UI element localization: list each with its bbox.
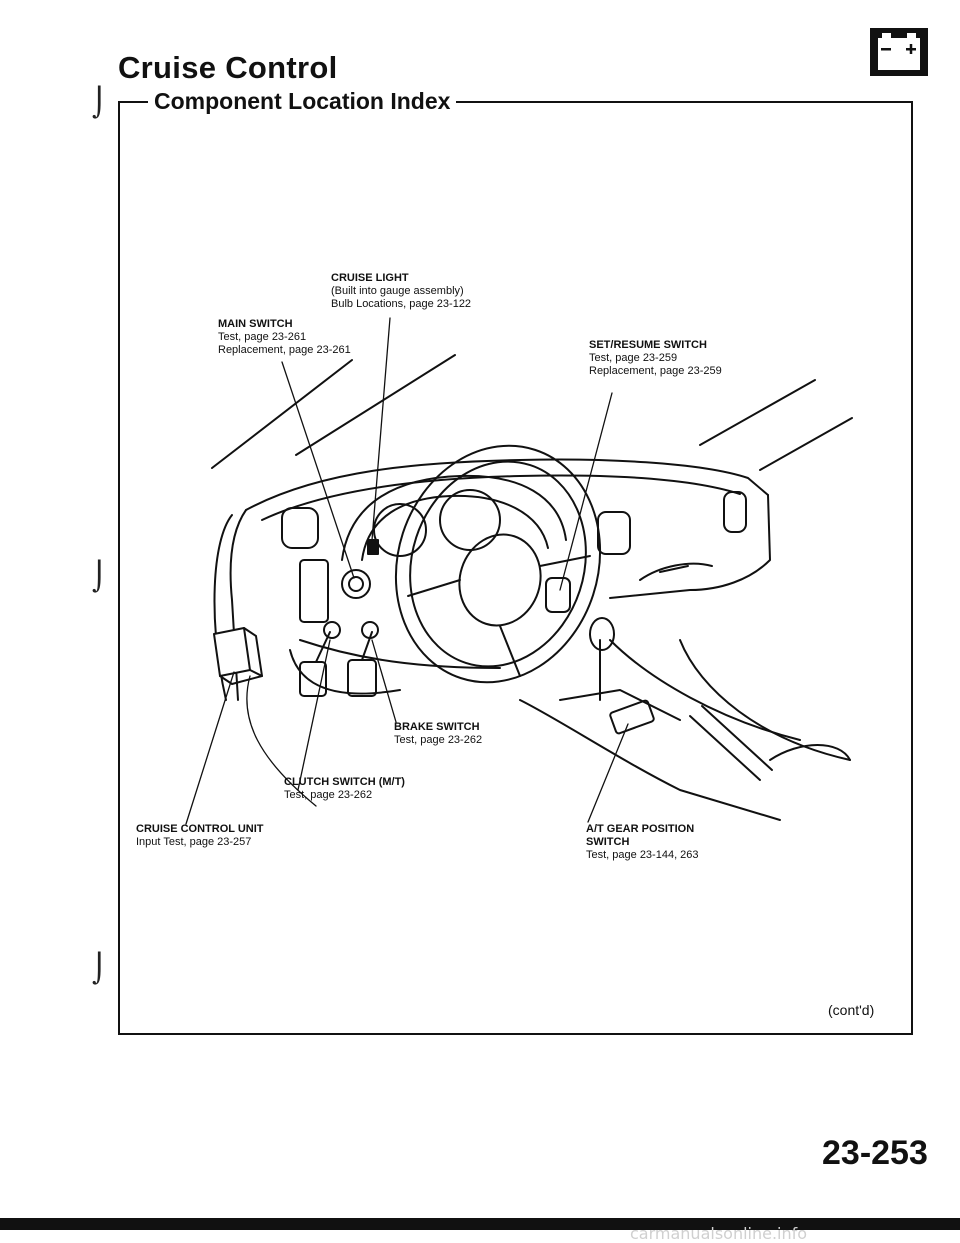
seat-line [769, 744, 851, 761]
left-switch-panel [299, 559, 329, 623]
battery-disconnect-icon [870, 28, 928, 76]
dash-left-side [229, 509, 247, 701]
watermark: carmanualsonline.info [630, 1224, 808, 1243]
clutch-switch-body [323, 621, 341, 639]
a-pillar-right [699, 379, 816, 446]
console-left [519, 699, 781, 821]
brake-pedal [347, 659, 377, 697]
clutch-pedal [299, 661, 327, 697]
spoke-right [539, 555, 591, 567]
knee-panel [289, 649, 401, 695]
leader-set-resume [559, 392, 613, 591]
callout-at-gear-position-switch: A/T GEAR POSITION SWITCH Test, page 23-1… [586, 823, 699, 862]
cruise-unit-box [213, 627, 251, 677]
cruise-indicator [367, 539, 379, 555]
callout-line: Test, page 23-262 [284, 789, 373, 801]
bottom-rule [0, 1218, 960, 1230]
callout-heading: MAIN SWITCH [218, 318, 293, 330]
leader-brake [371, 639, 397, 723]
leader-gear-switch [587, 723, 629, 823]
callout-heading: CRUISE LIGHT [331, 272, 409, 284]
windshield-line-left [211, 359, 353, 469]
cluster-hood [341, 474, 567, 561]
callout-line: Test, page 23-144, 263 [586, 849, 699, 861]
leader-main-switch [281, 361, 355, 579]
callout-brake-switch: BRAKE SWITCH Test, page 23-262 [394, 721, 482, 747]
callout-line: (Built into gauge assembly) [331, 285, 464, 297]
console-top [559, 689, 681, 721]
dash-top-inner [261, 474, 741, 521]
tachometer [373, 503, 427, 557]
leader-cruise-light [371, 317, 391, 541]
page-subtitle: Component Location Index [148, 88, 457, 115]
callout-line: Bulb Locations, page 23-122 [331, 298, 472, 310]
glovebox-handle [659, 565, 689, 573]
dash-top [245, 458, 769, 511]
gear-position-switch [609, 699, 655, 735]
callout-line: Test, page 23-261 [218, 331, 307, 343]
page-title: Cruise Control [118, 50, 338, 85]
parking-brake [689, 715, 761, 781]
page-number: 23-253 [822, 1134, 928, 1172]
callout-line: Test, page 23-259 [589, 352, 678, 364]
right-vent [723, 491, 747, 533]
windshield-line-mid [295, 354, 456, 456]
binder-mark: ⌡ [92, 560, 107, 593]
callout-clutch-switch: CLUTCH SWITCH (M/T) Test, page 23-262 [284, 776, 405, 802]
left-vent [281, 507, 319, 549]
binder-mark: ⌡ [92, 952, 107, 985]
callout-heading: CRUISE CONTROL UNIT [136, 823, 264, 835]
callout-heading: SET/RESUME SWITCH [589, 339, 707, 351]
callout-heading: CLUTCH SWITCH (M/T) [284, 776, 405, 788]
speedometer [439, 489, 501, 551]
spoke-bottom [499, 625, 521, 677]
main-switch-knob [341, 569, 371, 599]
diagram-frame [118, 101, 913, 1035]
callout-heading: BRAKE SWITCH [394, 721, 480, 733]
steering-wheel-inner [409, 460, 587, 668]
steering-wheel-outer [394, 444, 602, 684]
leader-cruise-unit-harness [246, 675, 317, 807]
callout-main-switch: MAIN SWITCH Test, page 23-261 Replacemen… [218, 318, 351, 357]
leader-cruise-unit [185, 671, 235, 825]
center-vent [597, 511, 631, 555]
callout-line: Replacement, page 23-261 [218, 344, 351, 356]
callout-line: Test, page 23-262 [394, 734, 483, 746]
cluster-face [361, 494, 549, 561]
callout-line: Replacement, page 23-259 [589, 365, 722, 377]
continued-label: (cont'd) [828, 1002, 875, 1018]
binder-mark: ⌡ [92, 86, 107, 119]
console-right [609, 639, 801, 741]
a-pillar-right-2 [759, 417, 853, 471]
leader-clutch [297, 639, 331, 791]
callout-set-resume-switch: SET/RESUME SWITCH Test, page 23-259 Repl… [589, 339, 722, 378]
spoke-left [407, 579, 461, 597]
dash-right-face [609, 494, 771, 599]
glovebox-line [639, 562, 713, 581]
brake-switch-body [361, 621, 379, 639]
steering-hub [458, 533, 542, 627]
callout-heading: A/T GEAR POSITION [586, 823, 695, 835]
callout-heading-2: SWITCH [586, 836, 630, 848]
callout-line: Input Test, page 23-257 [136, 836, 252, 848]
floor-line [679, 639, 851, 761]
callout-cruise-light: CRUISE LIGHT (Built into gauge assembly)… [331, 272, 471, 311]
set-resume-buttons [545, 577, 571, 613]
shifter-knob [589, 617, 615, 651]
callout-cruise-control-unit: CRUISE CONTROL UNIT Input Test, page 23-… [136, 823, 264, 849]
